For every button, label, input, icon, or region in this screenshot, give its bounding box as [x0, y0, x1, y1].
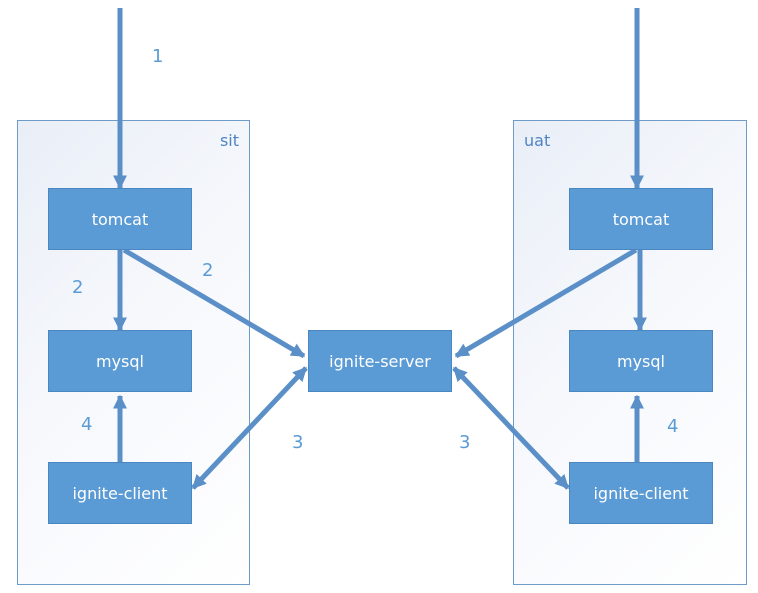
uat-tomcat-label: tomcat [612, 209, 670, 229]
uat-client-server-arrow [452, 366, 570, 490]
uat-tomcat-node: tomcat [569, 188, 713, 250]
sit-tomcat-node: tomcat [48, 188, 192, 250]
ignite-server-node: ignite-server [308, 330, 452, 392]
sit-tomcat-label: tomcat [91, 209, 149, 229]
ignite-server-label: ignite-server [329, 351, 431, 371]
sit-client-server-arrow [191, 366, 308, 490]
uat-tomcat-server-arrow [454, 247, 638, 359]
uat-label: uat [524, 131, 551, 150]
step-1-label: 1 [152, 46, 164, 67]
step-3-uat-label: 3 [459, 432, 471, 453]
uat-mysql-node: mysql [569, 330, 713, 392]
sit-ignite-client-node: ignite-client [48, 462, 192, 524]
step-3-sit-label: 3 [292, 432, 304, 453]
sit-tomcat-server-arrow [122, 247, 306, 359]
step-2-sit-server-label: 2 [202, 260, 214, 281]
sit-mysql-label: mysql [96, 351, 144, 371]
step-2-sit-mysql-label: 2 [72, 277, 84, 298]
sit-mysql-node: mysql [48, 330, 192, 392]
uat-ignite-client-node: ignite-client [569, 462, 713, 524]
step-4-uat-label: 4 [667, 416, 679, 437]
sit-label: sit [219, 131, 239, 150]
step-4-sit-label: 4 [81, 414, 93, 435]
uat-mysql-label: mysql [617, 351, 665, 371]
uat-ignite-client-label: ignite-client [593, 483, 689, 503]
sit-ignite-client-label: ignite-client [72, 483, 168, 503]
